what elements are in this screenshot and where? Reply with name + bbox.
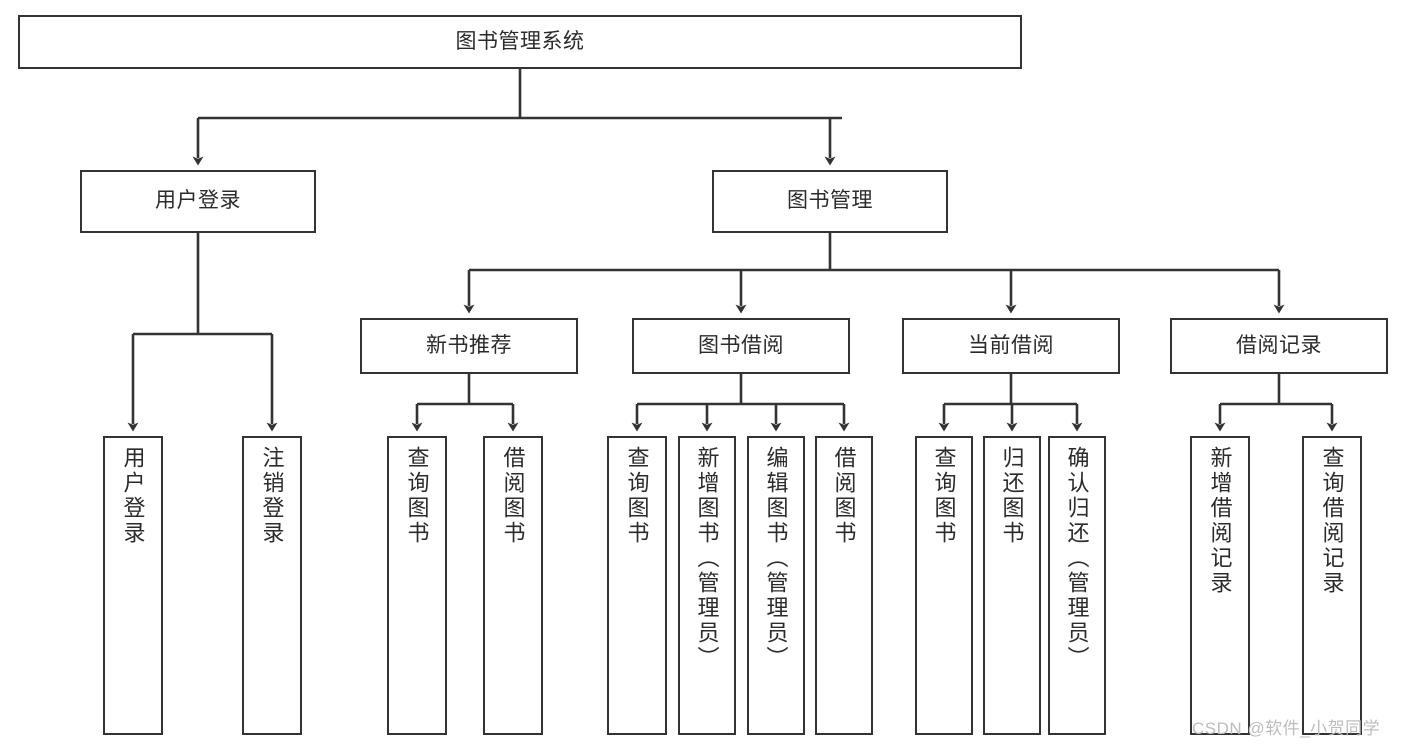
node-leaf-7[interactable]: 编辑图书（管理员） — [747, 436, 805, 735]
node-label: 确认归还（管理员） — [1064, 446, 1090, 671]
node-leaf-10[interactable]: 归还图书 — [983, 436, 1041, 735]
node-label: 查询图书 — [404, 446, 430, 546]
node-level3-4[interactable]: 借阅记录 — [1170, 318, 1388, 374]
node-label: 图书借阅 — [698, 333, 784, 357]
node-label: 图书管理 — [787, 189, 873, 213]
node-leaf-12[interactable]: 新增借阅记录 — [1190, 436, 1250, 735]
csdn-watermark: CSDN @软件_小贺同学 — [1192, 719, 1381, 738]
node-level3-1[interactable]: 新书推荐 — [360, 318, 578, 374]
node-label: 查询图书 — [931, 446, 957, 546]
node-leaf-9[interactable]: 查询图书 — [915, 436, 973, 735]
node-leaf-11[interactable]: 确认归还（管理员） — [1048, 436, 1106, 735]
node-root-label: 图书管理系统 — [455, 29, 585, 53]
node-label: 编辑图书（管理员） — [763, 446, 789, 671]
node-leaf-4[interactable]: 借阅图书 — [483, 436, 543, 735]
node-label: 用户登录 — [155, 189, 241, 213]
node-root[interactable]: 图书管理系统 — [18, 15, 1022, 69]
node-level2-1[interactable]: 用户登录 — [80, 170, 316, 233]
node-label: 注销登录 — [259, 446, 285, 546]
node-leaf-8[interactable]: 借阅图书 — [815, 436, 873, 735]
node-label: 用户登录 — [120, 446, 146, 546]
node-leaf-3[interactable]: 查询图书 — [387, 436, 447, 735]
node-label: 借阅记录 — [1236, 333, 1322, 357]
node-leaf-6[interactable]: 新增图书（管理员） — [678, 436, 736, 735]
node-label: 新增图书（管理员） — [694, 446, 720, 671]
node-leaf-2[interactable]: 注销登录 — [242, 436, 302, 735]
node-label: 当前借阅 — [968, 333, 1054, 357]
node-leaf-13[interactable]: 查询借阅记录 — [1302, 436, 1362, 735]
node-label: 查询图书 — [624, 446, 650, 546]
node-level2-2[interactable]: 图书管理 — [712, 170, 948, 233]
node-label: 借阅图书 — [500, 446, 526, 546]
node-label: 新增借阅记录 — [1207, 446, 1233, 596]
node-label: 借阅图书 — [831, 446, 857, 546]
node-leaf-5[interactable]: 查询图书 — [607, 436, 667, 735]
node-label: 新书推荐 — [426, 333, 512, 357]
node-level3-3[interactable]: 当前借阅 — [902, 318, 1120, 374]
node-label: 查询借阅记录 — [1319, 446, 1345, 596]
node-level3-2[interactable]: 图书借阅 — [632, 318, 850, 374]
node-leaf-1[interactable]: 用户登录 — [103, 436, 163, 735]
node-label: 归还图书 — [999, 446, 1025, 546]
